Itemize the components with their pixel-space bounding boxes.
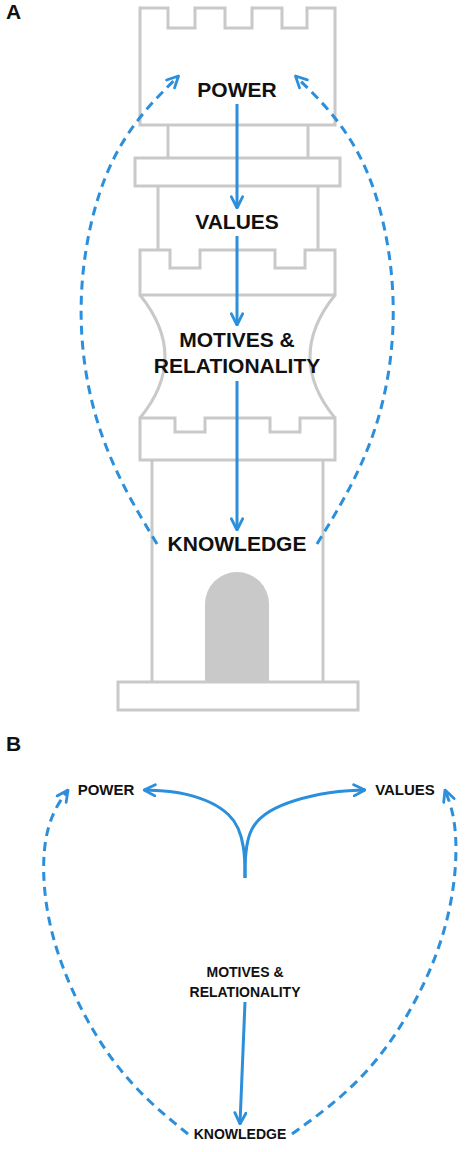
tower-battlement [140,418,335,460]
tower-ledge [135,158,340,186]
concept-node: POWER [68,780,144,800]
feedback-arrow [296,76,394,544]
concept-node: POWER [172,76,302,104]
flow-arrow [245,790,365,878]
feedback-arrow [44,790,188,1134]
flow-arrow [240,1002,245,1124]
concept-label: MOTIVES & RELATIONALITY [165,962,325,1002]
concept-label: MOTIVES & RELATIONALITY [127,327,347,379]
tower-base [118,682,358,710]
flow-arrow [236,236,239,325]
tower-door [205,572,269,682]
flow-arrow [236,381,239,530]
concept-node: VALUES [365,780,445,800]
concept-label: KNOWLEDGE [157,531,317,557]
panel-letter: A [6,0,21,24]
tower-battlement [140,250,335,295]
tower-top [140,8,335,125]
concept-node: MOTIVES & RELATIONALITY [165,878,325,1002]
tower-neck [168,125,308,158]
flow-arrow [236,104,239,208]
concept-node: KNOWLEDGE [157,530,317,558]
feedback-arrow [81,76,178,544]
concept-label: KNOWLEDGE [188,1124,292,1144]
feedback-arrow [292,790,456,1134]
concept-node: KNOWLEDGE [188,1124,292,1144]
concept-node: MOTIVES & RELATIONALITY [127,325,347,381]
concept-label: VALUES [172,209,302,235]
panel-letter: B [6,732,21,756]
concept-label: POWER [172,77,302,103]
tower-body [152,460,323,682]
flow-arrow [144,790,245,878]
concept-node: VALUES [172,208,302,236]
concept-label: VALUES [365,780,445,800]
tower-shaft [158,186,318,250]
concept-label: POWER [68,780,144,800]
